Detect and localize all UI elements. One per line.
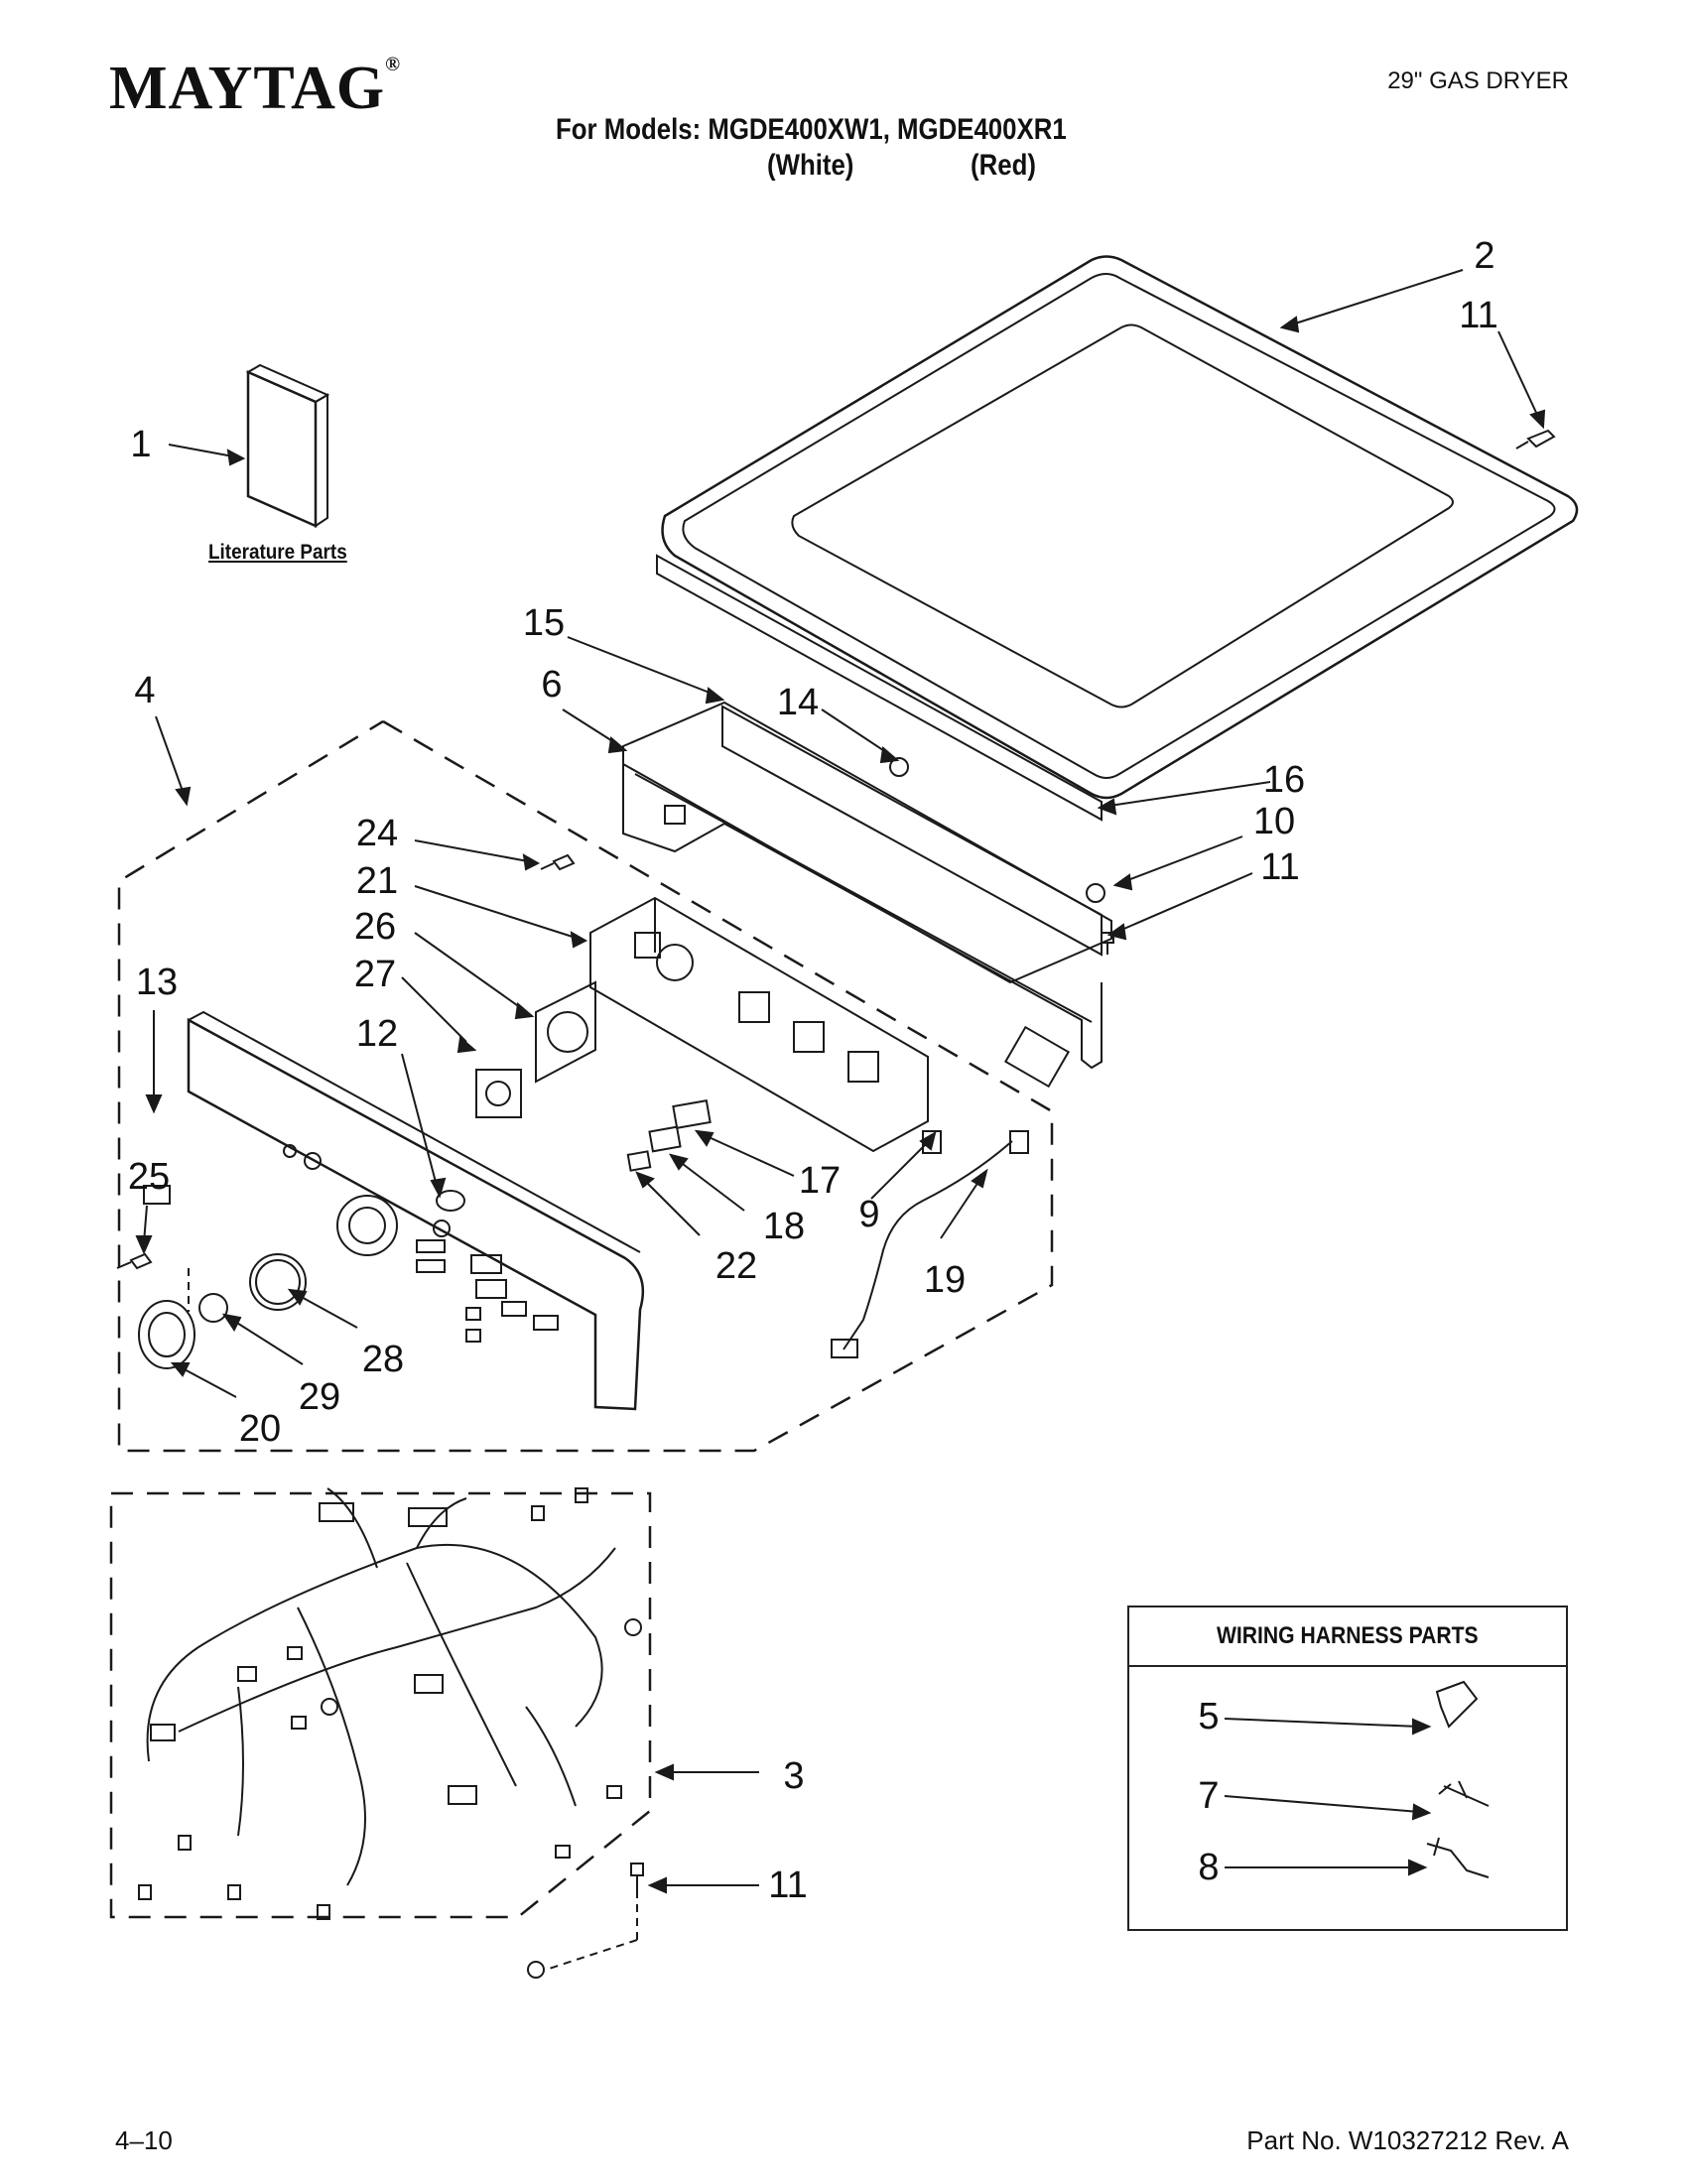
callout-6: 6: [541, 664, 563, 706]
callout-24: 24: [355, 813, 399, 854]
callout-13: 13: [135, 962, 179, 1003]
callout-18: 18: [762, 1206, 806, 1247]
literature-booklet: [245, 363, 330, 528]
callout-21: 21: [355, 860, 399, 902]
wiring-harness-parts-title: WIRING HARNESS PARTS: [1129, 1607, 1566, 1667]
color-red-label: (Red): [971, 149, 1036, 182]
screws: [116, 429, 1556, 1890]
callout-29: 29: [298, 1376, 341, 1418]
callout-27: 27: [353, 954, 397, 995]
harness-part-clips: [1426, 1680, 1490, 1878]
part-number: Part No. W10327212 Rev. A: [1246, 2125, 1569, 2155]
callout-26: 26: [353, 906, 397, 948]
callout-8: 8: [1198, 1847, 1220, 1888]
callout-22: 22: [714, 1245, 758, 1287]
page-number: 4–10: [115, 2125, 173, 2155]
callout-2: 2: [1474, 235, 1495, 277]
literature-parts-label: Literature Parts: [208, 541, 347, 564]
knob-assembly: [138, 1253, 307, 1369]
callout-20: 20: [238, 1408, 282, 1450]
callout-1: 1: [130, 424, 152, 465]
color-white-label: (White): [767, 149, 854, 182]
callout-4: 4: [134, 670, 156, 711]
console-front-panel: [143, 1010, 645, 1411]
brand-logo: MAYTAG®: [109, 54, 402, 122]
callout-5: 5: [1198, 1696, 1220, 1737]
callout-19: 19: [923, 1259, 967, 1301]
leader-arrows: [135, 269, 1546, 1894]
top-panel: [656, 255, 1579, 822]
callout-17: 17: [798, 1160, 842, 1202]
buttons: [626, 1099, 712, 1172]
console-harness: [831, 1130, 1029, 1358]
callout-15: 15: [522, 602, 566, 644]
callout-28: 28: [361, 1339, 405, 1380]
callout-3: 3: [783, 1755, 805, 1797]
callout-14: 14: [776, 682, 820, 723]
callout-12: 12: [355, 1013, 399, 1055]
callout-25: 25: [127, 1156, 171, 1198]
main-harness-outline: [109, 1491, 652, 1919]
encoder-and-housing: [436, 980, 596, 1212]
callout-11-mid: 11: [1260, 846, 1300, 888]
main-harness: [138, 1487, 642, 1979]
callout-11-bottom: 11: [768, 1864, 808, 1906]
wiring-harness-parts-box: WIRING HARNESS PARTS: [1127, 1606, 1568, 1931]
callout-11-top: 11: [1459, 295, 1498, 336]
callout-9: 9: [858, 1194, 880, 1235]
models-line: For Models: MGDE400XW1, MGDE400XR1: [556, 113, 1067, 146]
callout-7: 7: [1198, 1775, 1220, 1817]
control-board: [589, 896, 929, 1153]
callout-16: 16: [1262, 759, 1306, 801]
console-bracket: [622, 701, 1112, 1089]
callout-10: 10: [1252, 801, 1296, 842]
product-type: 29" GAS DRYER: [1387, 67, 1569, 94]
console-assembly-outline: [117, 719, 1054, 1453]
